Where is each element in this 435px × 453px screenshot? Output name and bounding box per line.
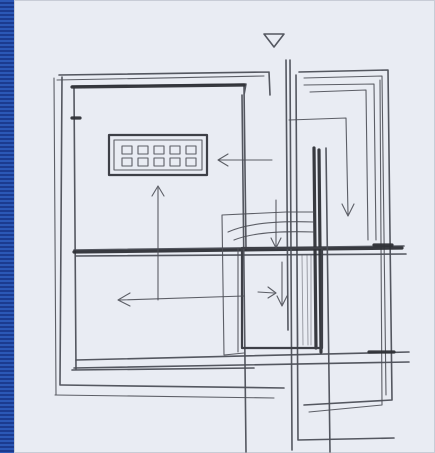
- display-box: [109, 135, 207, 175]
- display-box-pattern: [122, 146, 196, 166]
- vertical-hatching: [297, 255, 311, 345]
- arrow-up-to-display: [152, 186, 164, 300]
- sketch-paper: [14, 0, 435, 453]
- outer-frame-left: [59, 72, 284, 388]
- left-room-top-wall: [72, 85, 244, 87]
- horizontal-divider-lower: [74, 352, 409, 368]
- arrow-left-horizontal: [118, 293, 244, 306]
- arrow-down-long-right: [289, 118, 354, 216]
- vertical-line-right: [326, 148, 330, 452]
- floor-plan-sketch: [14, 0, 435, 453]
- triangle-down-icon: [264, 34, 284, 47]
- arrow-down-center: [271, 200, 281, 248]
- center-room-sketch: [222, 212, 314, 355]
- arrow-right-small: [258, 287, 276, 298]
- arrow-down-lower: [277, 262, 287, 306]
- left-room-outline: [72, 84, 254, 370]
- outer-frame-left-sketch: [54, 76, 274, 398]
